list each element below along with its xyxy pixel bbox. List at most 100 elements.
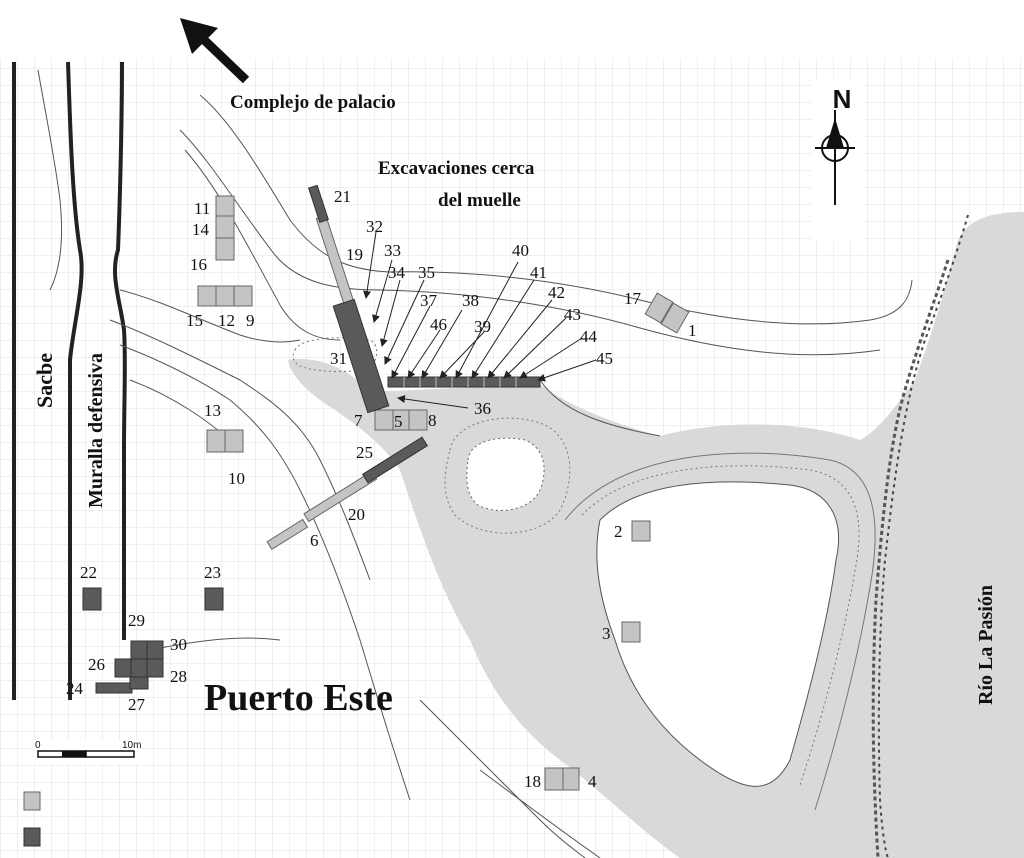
unit-28a [130, 658, 148, 678]
unit-2 [631, 520, 651, 542]
num-35: 35 [418, 263, 435, 282]
num-24: 24 [66, 679, 84, 698]
num-4: 4 [588, 772, 597, 791]
num-15: 15 [186, 311, 203, 330]
num-31: 31 [330, 349, 347, 368]
num-22: 22 [80, 563, 97, 582]
num-33: 33 [384, 241, 401, 260]
unit-28 [146, 658, 164, 678]
num-13: 13 [204, 401, 221, 420]
num-19: 19 [346, 245, 363, 264]
unit-7 [374, 409, 394, 431]
trench-cells [403, 377, 517, 387]
num-38: 38 [462, 291, 479, 310]
num-8: 8 [428, 411, 437, 430]
north-arrow-icon [812, 80, 864, 240]
num-18: 18 [524, 772, 541, 791]
unit-6 [266, 518, 309, 551]
unit-4 [562, 767, 580, 791]
num-2: 2 [614, 522, 623, 541]
unit-18 [544, 767, 564, 791]
unit-29 [130, 640, 148, 660]
unit-25 [361, 436, 429, 484]
unit-14 [215, 215, 235, 239]
num-46: 46 [430, 315, 447, 334]
num-37: 37 [420, 291, 438, 310]
unit-32-trench [332, 298, 390, 414]
unit-9 [233, 285, 253, 307]
num-26: 26 [88, 655, 105, 674]
island-contour [581, 465, 860, 786]
excavations-label-line1: Excavaciones cerca [378, 158, 535, 179]
leader-arrows [363, 231, 597, 409]
light-units [197, 195, 690, 791]
num-16: 16 [190, 255, 207, 274]
unit-11 [215, 195, 235, 217]
num-28: 28 [170, 667, 187, 686]
num-11: 11 [194, 199, 210, 218]
num-32: 32 [366, 217, 383, 236]
num-12: 12 [218, 311, 235, 330]
unit-15 [197, 285, 217, 307]
sacbe-edge-right [66, 61, 84, 700]
palace-arrow-icon [180, 18, 250, 84]
num-41: 41 [530, 263, 547, 282]
num-40: 40 [512, 241, 529, 260]
legend-swatch-dark [23, 827, 41, 847]
num-29: 29 [128, 611, 145, 630]
unit-45-trench [387, 376, 541, 388]
unit-1 [660, 302, 690, 334]
unit-number-labels: 1 2 3 4 5 6 7 8 9 10 11 12 13 14 15 16 1… [66, 187, 697, 791]
excavations-label-line2: del muelle [438, 190, 521, 211]
num-10: 10 [228, 469, 245, 488]
num-36: 36 [474, 399, 491, 418]
unit-24 [95, 682, 133, 694]
wall-edge [113, 61, 127, 640]
num-5: 5 [394, 412, 403, 431]
num-39: 39 [474, 317, 491, 336]
unit-26 [114, 658, 132, 678]
num-21: 21 [334, 187, 351, 206]
num-9: 9 [246, 311, 255, 330]
mound [466, 437, 545, 511]
unit-22 [82, 587, 102, 611]
island-contour-outer [564, 452, 876, 811]
num-23: 23 [204, 563, 221, 582]
sacbe-label: Sacbe [32, 353, 57, 408]
unit-8 [408, 409, 428, 431]
palace-label: Complejo de palacio [230, 92, 396, 113]
river-label: Río La Pasión [975, 585, 997, 705]
unit-10 [224, 429, 244, 453]
num-6: 6 [310, 531, 319, 550]
num-14: 14 [192, 220, 210, 239]
mound-contour [444, 417, 571, 534]
num-45: 45 [596, 349, 613, 368]
unit-27 [129, 676, 149, 690]
num-17: 17 [624, 289, 642, 308]
scale-bar: 0 10m [30, 740, 141, 764]
num-7: 7 [354, 411, 363, 430]
island [596, 481, 840, 787]
unit-12 [215, 285, 235, 307]
dark-units [82, 184, 541, 694]
unit-30 [146, 640, 164, 660]
num-27: 27 [128, 695, 146, 714]
legend-swatch-light [23, 791, 41, 811]
num-3: 3 [602, 624, 611, 643]
unit-17 [644, 292, 674, 324]
num-42: 42 [548, 283, 565, 302]
scale-end: 10m [122, 740, 141, 751]
num-34: 34 [388, 263, 406, 282]
sacbe-contour [37, 69, 62, 291]
num-25: 25 [356, 443, 373, 462]
scale-start: 0 [35, 740, 41, 751]
north-label: N [833, 84, 852, 114]
unit-23 [204, 587, 224, 611]
unit-3 [621, 621, 641, 643]
unit-21 [308, 184, 329, 223]
num-1: 1 [688, 321, 697, 340]
map-title: Puerto Este [204, 677, 393, 719]
num-43: 43 [564, 305, 581, 324]
contour-lines [109, 94, 913, 858]
